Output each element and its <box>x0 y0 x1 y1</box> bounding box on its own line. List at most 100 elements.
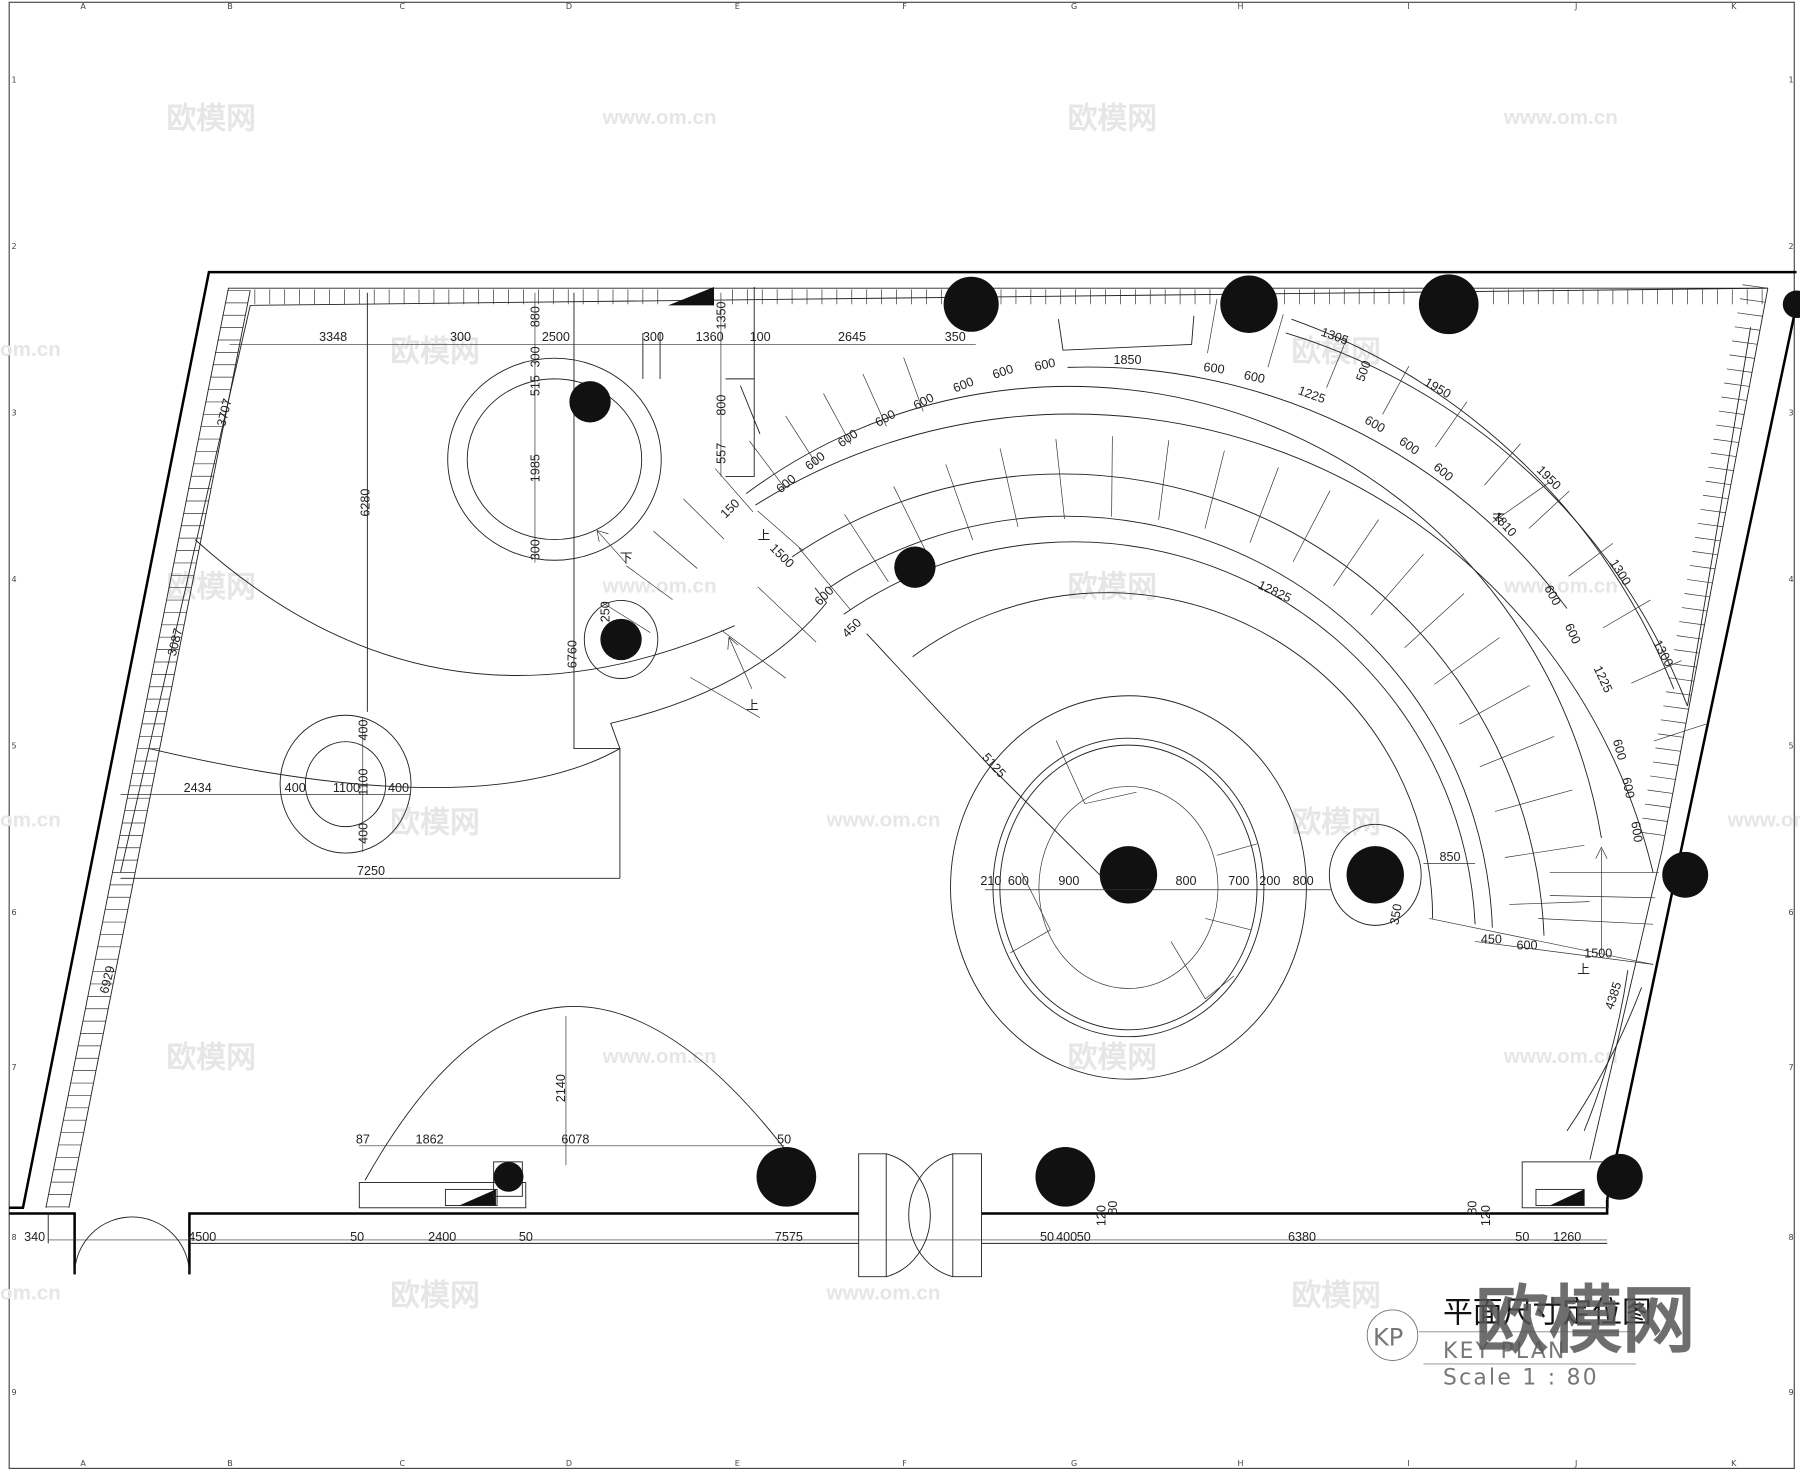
dimension-lines <box>48 292 1654 1241</box>
watermark-url: www.om.cn <box>1503 574 1618 597</box>
seat-divider <box>1404 593 1465 648</box>
hatch-line <box>1676 635 1702 640</box>
dim-label: 1500 <box>1584 947 1612 961</box>
grid-column-label: H <box>1238 2 1244 11</box>
grid-row-label: 7 <box>11 1063 16 1072</box>
column-icon <box>894 546 936 588</box>
dim-label: 50 <box>519 1230 533 1244</box>
hatch-line <box>1644 803 1671 808</box>
hatch-line <box>1671 663 1697 668</box>
dim-label: 3348 <box>319 330 347 344</box>
stage-ring <box>999 744 1258 1031</box>
seat-width-label: 600 <box>1610 738 1629 762</box>
column-icon <box>943 276 999 332</box>
dim-label: 880 <box>529 306 543 327</box>
seat-divider <box>1504 844 1585 858</box>
watermark-logo-large: 欧模网 <box>1475 1279 1695 1364</box>
doors <box>74 1006 982 1278</box>
hatch-line <box>1734 326 1760 331</box>
dim-label: 515 <box>529 375 543 396</box>
dim-label: 210 <box>980 874 1001 888</box>
hatch-line <box>1742 284 1768 289</box>
grid-row-label: 8 <box>11 1233 16 1242</box>
dim-label: 1350 <box>715 301 729 329</box>
dim-label: 300 <box>529 346 543 367</box>
seat-width-label: 600 <box>951 375 976 396</box>
grid-column-label: G <box>1071 2 1077 11</box>
ring-inner <box>466 378 643 541</box>
grid-row-label: 1 <box>11 76 16 85</box>
dim-label: 1985 <box>529 454 543 482</box>
hatch-line <box>1695 537 1721 542</box>
dim-label: 1360 <box>696 330 724 344</box>
dim-label: 1225 <box>1591 664 1616 695</box>
ring-outer <box>447 357 662 561</box>
column-icon <box>1782 290 1800 319</box>
hatch-line <box>1647 789 1673 794</box>
seat-width-label: 600 <box>1362 413 1387 436</box>
hatch-line <box>1700 508 1726 514</box>
seat-dividers <box>601 298 1707 905</box>
ring-inner <box>304 741 387 828</box>
seat-divider <box>1479 736 1555 768</box>
grid-row-label: 5 <box>1789 742 1794 751</box>
seat-divider <box>1528 490 1570 529</box>
dim-label: 2434 <box>184 781 212 795</box>
dim-label: 120 <box>1479 1205 1493 1226</box>
seat-divider <box>945 464 974 541</box>
dim-label: 3707 <box>214 397 234 428</box>
dim-label: 500 <box>1353 359 1373 384</box>
grid-row-label: 5 <box>11 742 16 751</box>
dimension-labels: 3348 300 2500 300 1360 100 2645 350 880 … <box>97 301 1676 995</box>
seat-divider <box>903 357 924 412</box>
stair-direction-label: 下 <box>1492 513 1505 527</box>
grid-column-label: J <box>1574 1459 1577 1468</box>
dim-label: 1850 <box>1114 353 1142 367</box>
seat-divider <box>1370 553 1424 616</box>
dim-label: 300 <box>450 330 471 344</box>
hatch-line <box>1737 312 1763 317</box>
circulation-curves <box>120 287 1101 879</box>
building-walls <box>9 270 1798 1275</box>
seat-divider <box>1204 450 1225 529</box>
dim-label: 7575 <box>775 1230 803 1244</box>
seat-width-label: 600 <box>1619 776 1637 799</box>
seat-divider <box>844 514 889 583</box>
dim-label: 100 <box>750 330 771 344</box>
seat-divider <box>823 393 852 445</box>
dim-label: 1300 <box>1650 638 1676 669</box>
grid-column-label: G <box>1071 1459 1077 1468</box>
seat-divider <box>626 565 673 600</box>
watermark-url: www.om.cn <box>826 809 941 832</box>
dim-label: 450 <box>839 616 864 641</box>
grid-column-label: E <box>735 1459 740 1468</box>
watermark-url: www.om.cn <box>602 574 717 597</box>
hatch-line <box>1681 607 1708 612</box>
hatch-line <box>1665 691 1692 696</box>
hatch-line <box>1718 410 1745 415</box>
dim-label: 150 <box>718 496 743 521</box>
grid-row-label: 4 <box>11 575 16 584</box>
hatch-line <box>1708 466 1734 471</box>
hatch-line <box>1724 382 1750 387</box>
ring-outer <box>279 714 412 854</box>
dim-label: 557 <box>715 443 729 464</box>
key-plan-badge-text: KP <box>1373 1324 1403 1352</box>
seat-divider <box>1267 314 1284 368</box>
watermarks: 欧模网 www.om.cn 欧模网 www.om.cn om.cn 欧模网 欧模… <box>0 102 1800 1314</box>
dim-label: 50 <box>1515 1230 1529 1244</box>
seat-width-label: 600 <box>1396 434 1421 458</box>
stair-direction-label: 上 <box>1577 963 1590 977</box>
dim-label: 700 <box>1228 874 1249 888</box>
grid-row-label: 6 <box>1789 908 1794 917</box>
seat-divider <box>1568 543 1614 577</box>
seat-divider <box>1653 723 1707 742</box>
hatch-line <box>1716 424 1742 429</box>
watermark-logo: 欧模网 <box>1291 1278 1380 1313</box>
seat-divider <box>1382 365 1410 415</box>
hatch-line <box>1673 649 1700 654</box>
stair-direction-label: 上 <box>746 699 759 713</box>
dim-label: 900 <box>1058 874 1079 888</box>
dim-label: 350 <box>1387 903 1404 926</box>
